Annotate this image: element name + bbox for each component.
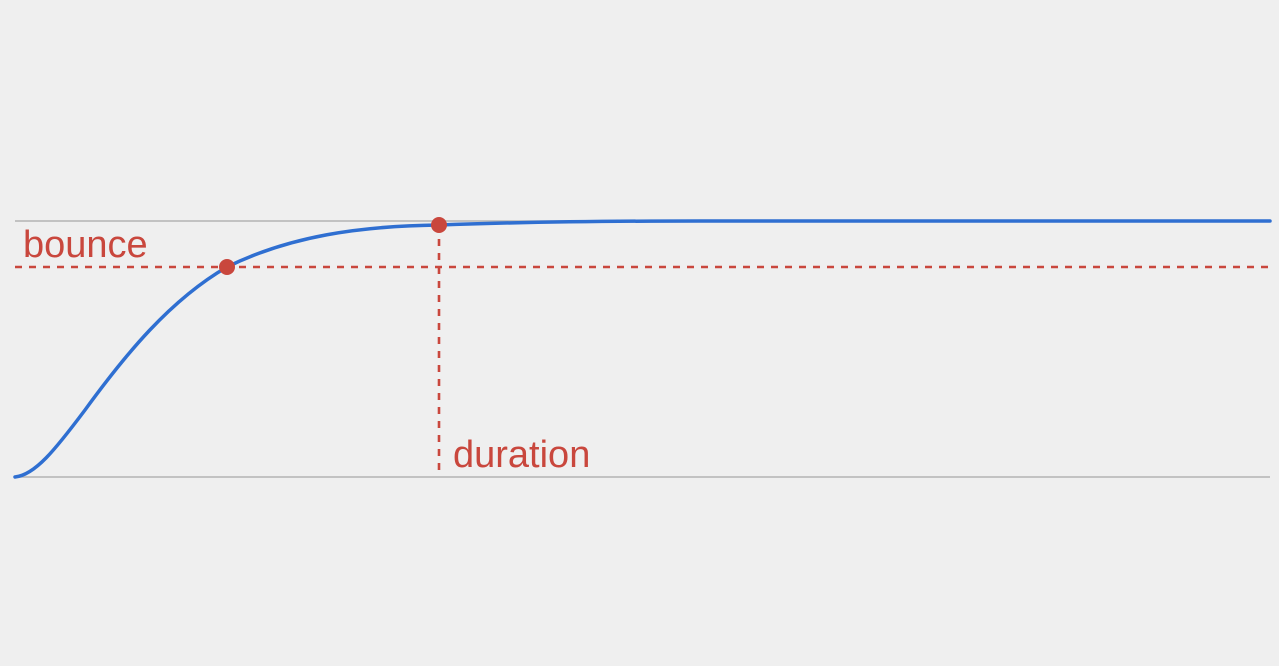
bounce-label: bounce xyxy=(23,224,148,266)
bounce-point xyxy=(219,259,235,275)
duration-point xyxy=(431,217,447,233)
spring-curve xyxy=(13,219,1272,479)
duration-label: duration xyxy=(453,434,590,476)
